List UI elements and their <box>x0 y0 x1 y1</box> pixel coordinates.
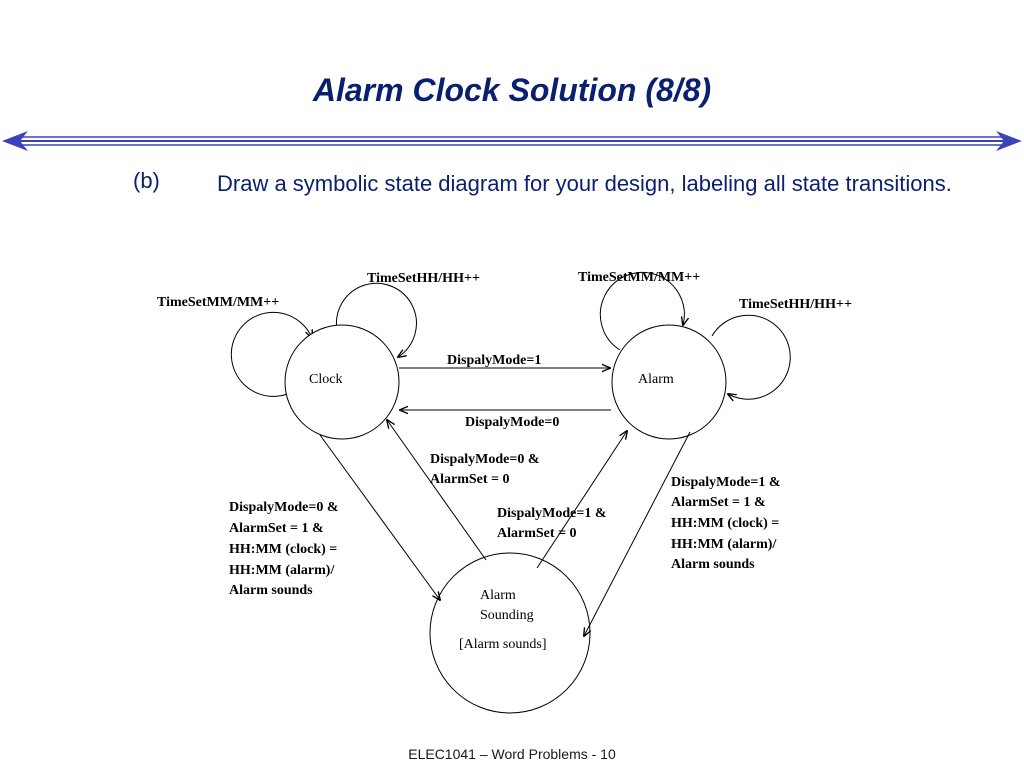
label-alarm-self-hh: TimeSetHH/HH++ <box>739 297 852 312</box>
divider-lines <box>18 136 1006 146</box>
clock-self-loop-hh <box>335 282 417 357</box>
label-sounding-to-alarm-2: AlarmSet = 0 <box>497 526 577 541</box>
divider-right-arrowhead <box>996 131 1022 151</box>
label-alarm-to-sounding-5: Alarm sounds <box>671 557 755 572</box>
divider-left-arrowhead <box>2 131 28 151</box>
label-clock-to-sounding-1: DispalyMode=0 & <box>229 500 338 515</box>
slide-footer: ELEC1041 – Word Problems - 10 <box>408 746 616 762</box>
label-sounding-to-clock-2: AlarmSet = 0 <box>430 472 510 487</box>
label-alarm-to-clock: DispalyMode=0 <box>465 415 559 430</box>
label-clock-self-hh: TimeSetHH/HH++ <box>367 271 480 286</box>
state-clock-label: Clock <box>309 372 342 387</box>
arrow-alarm-to-sounding <box>584 431 691 636</box>
state-sounding-label-1: Alarm <box>480 588 516 603</box>
alarm-self-loop-mm <box>599 272 684 351</box>
clock-self-loop-mm <box>230 311 312 397</box>
state-sounding-label-2: Sounding <box>480 608 534 623</box>
slide-title: Alarm Clock Solution (8/8) <box>312 72 712 108</box>
question-text: Draw a symbolic state diagram for your d… <box>173 168 991 199</box>
label-alarm-to-sounding-3: HH:MM (clock) = <box>671 516 779 531</box>
state-alarm-sounding <box>429 552 591 714</box>
question-body: Draw a symbolic state diagram for your d… <box>217 171 952 196</box>
label-alarm-to-sounding-1: DispalyMode=1 & <box>671 475 780 490</box>
arrow-clock-to-sounding <box>319 434 440 600</box>
label-alarm-to-sounding-2: AlarmSet = 1 & <box>671 495 766 510</box>
alarm-self-loop-hh <box>711 314 791 399</box>
label-sounding-to-clock-1: DispalyMode=0 & <box>430 452 539 467</box>
arrow-sounding-to-clock <box>387 420 487 561</box>
title-divider <box>2 131 1022 151</box>
label-clock-to-sounding-5: Alarm sounds <box>229 583 313 598</box>
label-clock-to-alarm: DispalyMode=1 <box>447 353 541 368</box>
state-alarm-label: Alarm <box>638 372 674 387</box>
label-clock-self-mm: TimeSetMM/MM++ <box>157 295 279 310</box>
label-sounding-to-alarm-1: DispalyMode=1 & <box>497 506 606 521</box>
label-alarm-to-sounding-4: HH:MM (alarm)/ <box>671 537 777 552</box>
state-clock <box>284 324 400 440</box>
state-sounding-output: [Alarm sounds] <box>459 637 547 652</box>
label-alarm-self-mm: TimeSetMM/MM++ <box>578 270 700 285</box>
arrow-sounding-to-alarm <box>536 431 627 569</box>
label-clock-to-sounding-2: AlarmSet = 1 & <box>229 521 324 536</box>
question-bullet: (b) <box>133 168 160 193</box>
state-alarm <box>611 324 727 440</box>
label-clock-to-sounding-3: HH:MM (clock) = <box>229 542 337 557</box>
label-clock-to-sounding-4: HH:MM (alarm)/ <box>229 563 335 578</box>
